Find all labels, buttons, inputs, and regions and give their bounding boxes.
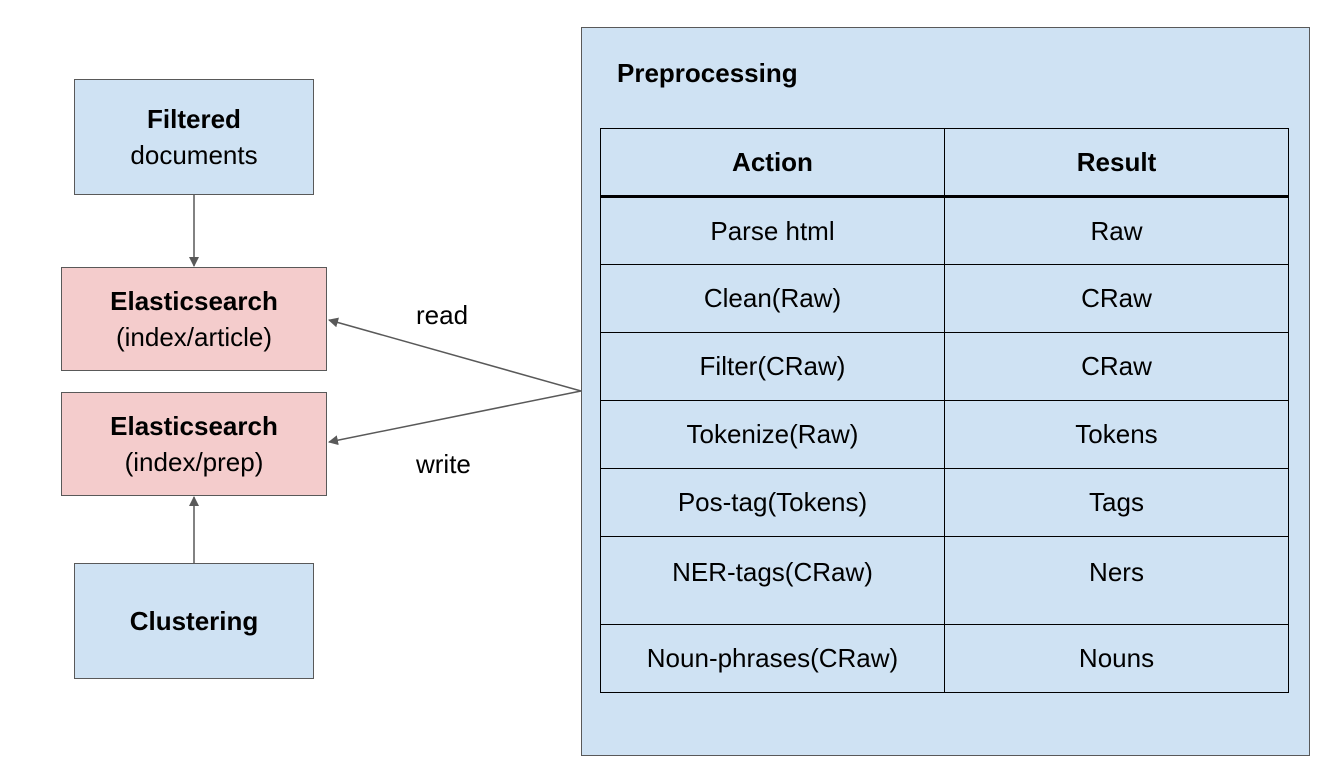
elasticsearch-article-title: Elasticsearch [110,285,278,316]
elasticsearch-article-node: Elasticsearch (index/article) [61,267,327,371]
write-label: write [416,449,471,479]
result-cell: Nouns [944,624,1289,693]
table-row: Parse html Raw [600,196,1289,265]
action-cell: Noun-phrases(CRaw) [600,624,945,693]
preprocessing-title: Preprocessing [617,58,798,88]
result-cell: Ners [944,536,1289,625]
elasticsearch-prep-subtitle: (index/prep) [124,447,264,477]
action-cell: Parse html [600,196,945,265]
table-row: Clean(Raw) CRaw [600,264,1289,333]
filtered-documents-subtitle: documents [130,140,258,170]
action-cell: NER-tags(CRaw) [600,536,945,625]
clustering-node: Clustering [74,563,314,679]
arrow-write [328,390,582,446]
action-cell: Tokenize(Raw) [600,400,945,469]
elasticsearch-prep-title: Elasticsearch [110,410,278,441]
clustering-title: Clustering [129,605,259,636]
header-result: Result [944,128,1289,198]
table-row: NER-tags(CRaw) Ners [600,536,1289,625]
action-cell: Pos-tag(Tokens) [600,468,945,537]
preprocessing-panel: Preprocessing Action Result Parse html R… [581,27,1310,756]
result-cell: CRaw [944,264,1289,333]
table-row: Tokenize(Raw) Tokens [600,400,1289,469]
table-row: Pos-tag(Tokens) Tags [600,468,1289,537]
arrow-read [328,317,582,392]
result-cell: CRaw [944,332,1289,401]
action-cell: Filter(CRaw) [600,332,945,401]
header-action: Action [600,128,945,198]
table-row: Noun-phrases(CRaw) Nouns [600,624,1289,693]
result-cell: Tags [944,468,1289,537]
table-header-row: Action Result [600,128,1289,198]
result-cell: Tokens [944,400,1289,469]
elasticsearch-article-subtitle: (index/article) [115,322,273,352]
read-label: read [416,300,469,330]
elasticsearch-prep-node: Elasticsearch (index/prep) [61,392,327,496]
filtered-documents-title: Filtered [147,103,241,134]
preprocessing-table: Action Result Parse html Raw Clean(Raw) … [600,128,1289,693]
action-cell: Clean(Raw) [600,264,945,333]
result-cell: Raw [944,196,1289,265]
table-row: Filter(CRaw) CRaw [600,332,1289,401]
filtered-documents-node: Filtered documents [74,79,314,195]
